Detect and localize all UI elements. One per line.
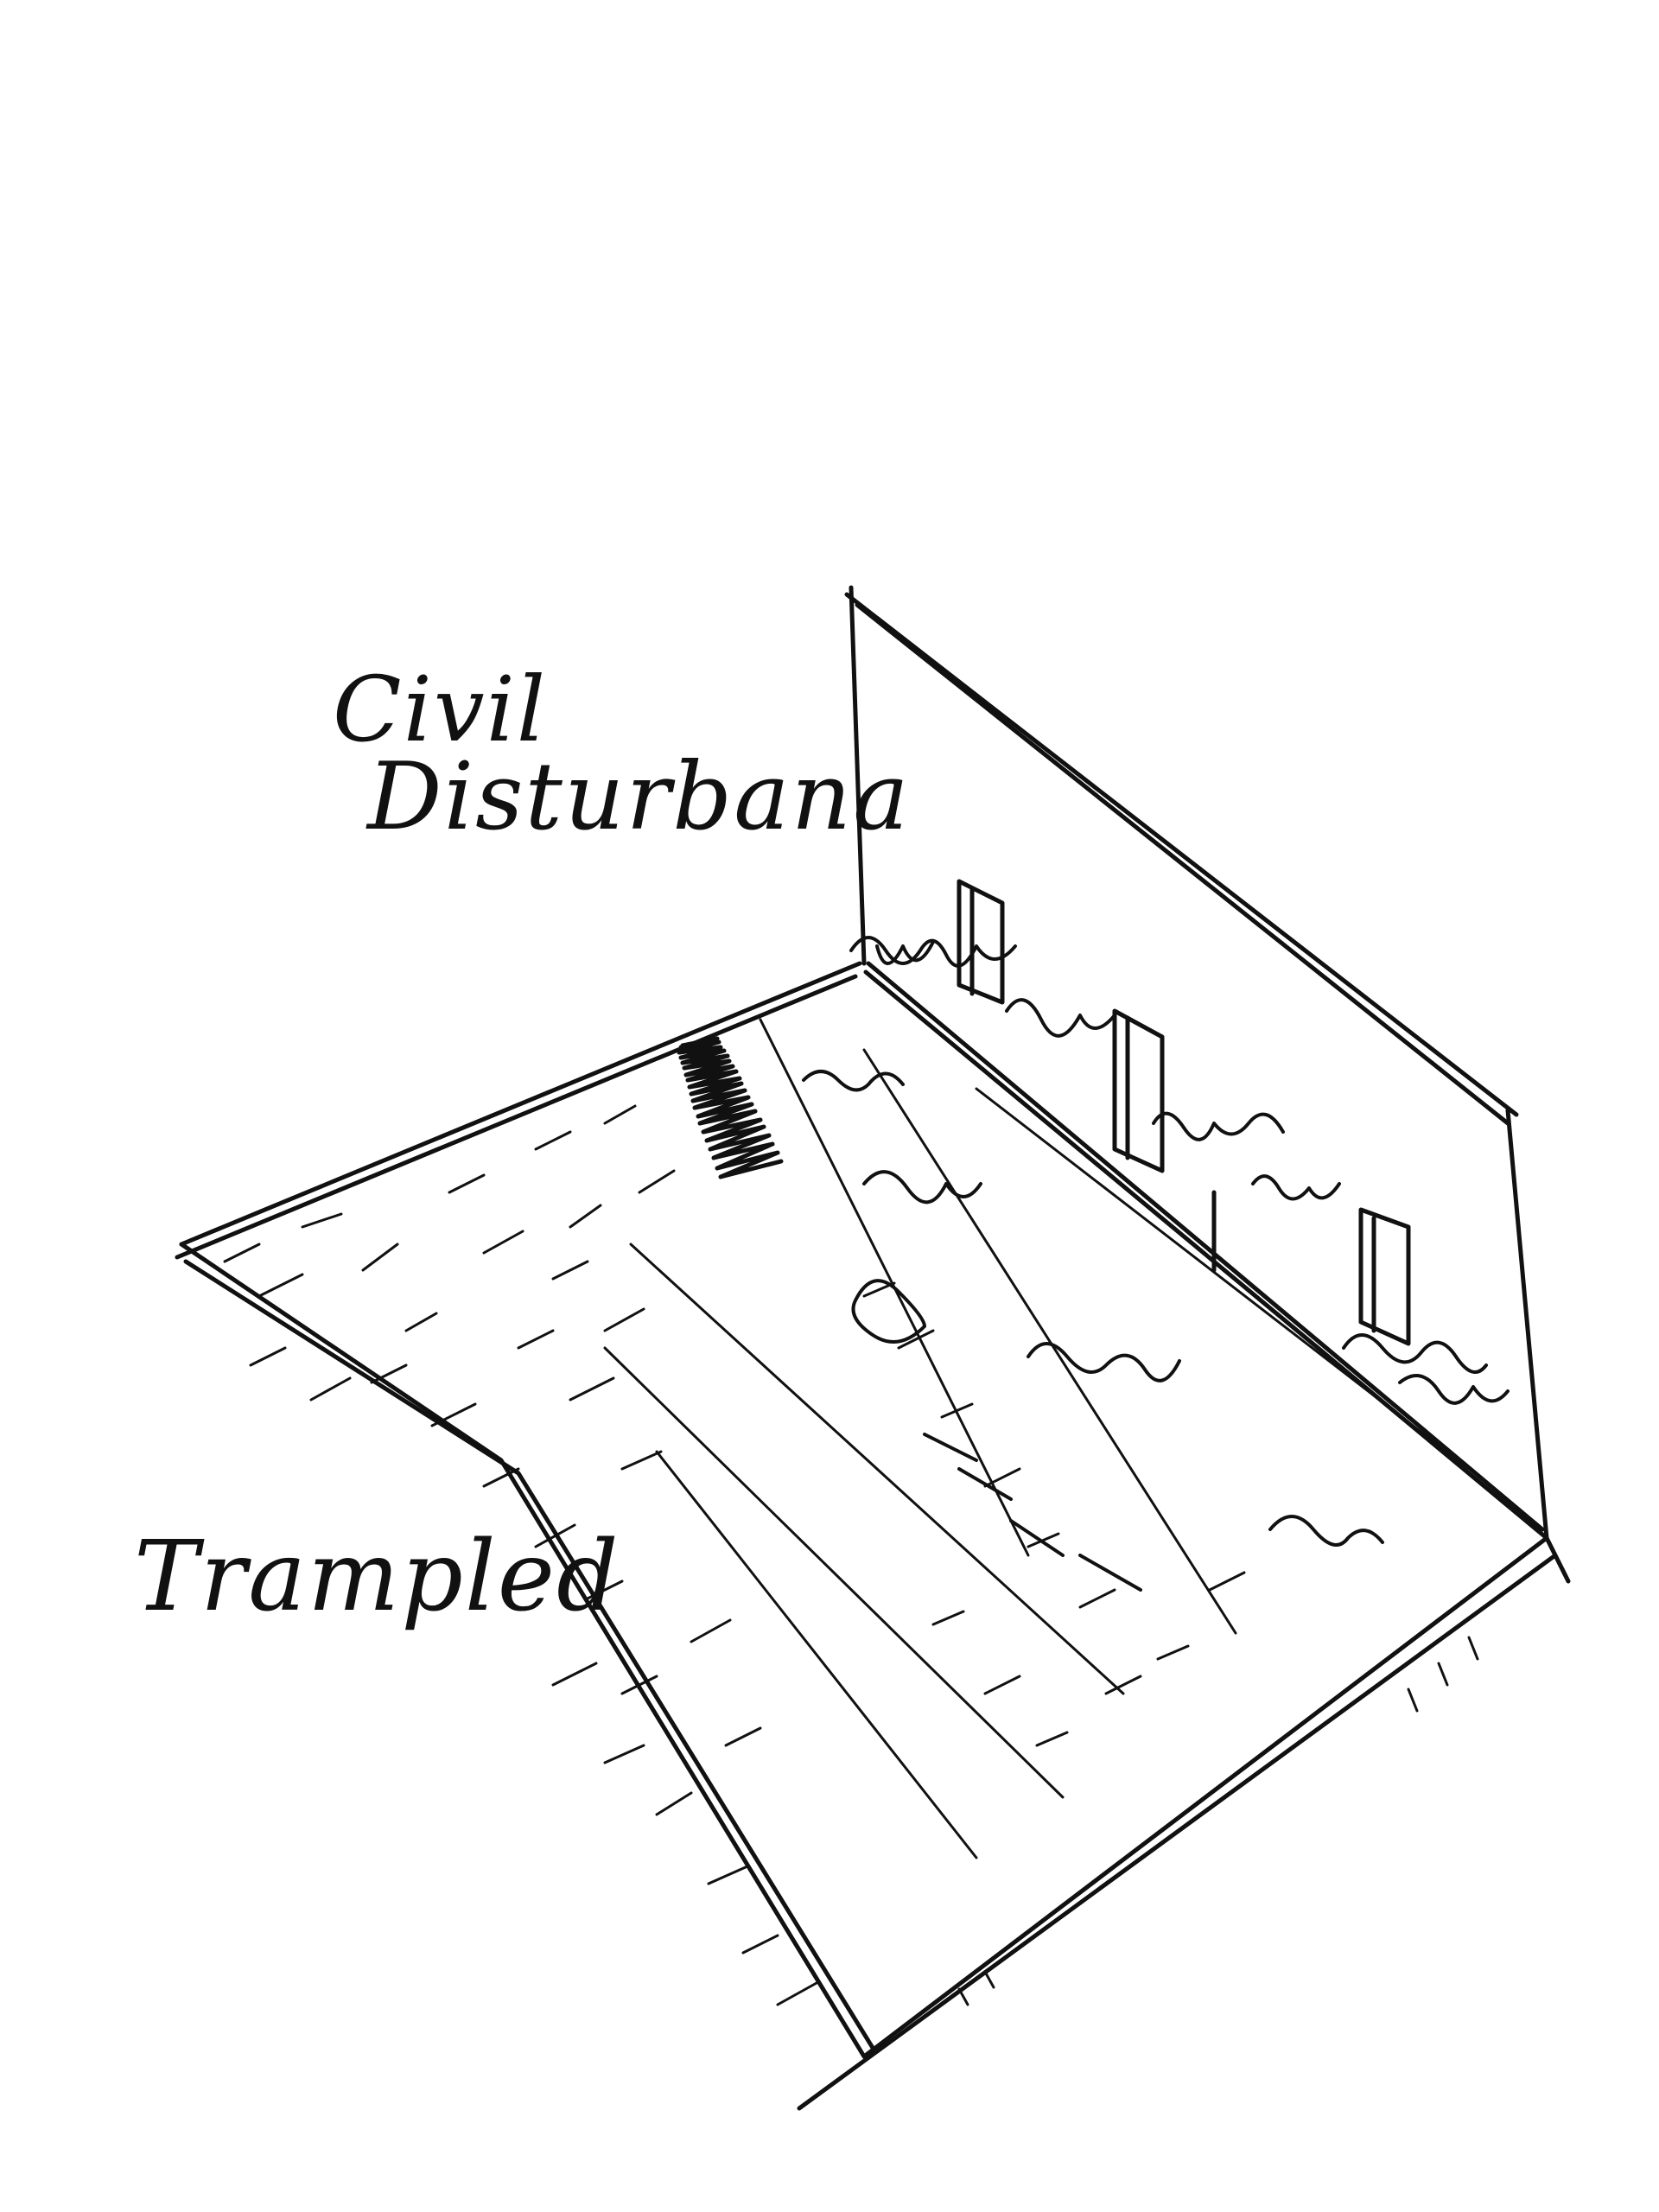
- floor-outline: [175, 961, 1571, 2111]
- floor-hatching: [223, 1104, 1246, 2006]
- stray-marks: [957, 1636, 1479, 2006]
- label-disturbance: Disturbana: [367, 743, 911, 851]
- wall: [844, 585, 1549, 1541]
- label-trampled: Trampled: [134, 1521, 620, 1633]
- floor-lane-lines: [603, 1018, 1471, 1859]
- dividing-stripe: [677, 1036, 784, 1179]
- debris-scribbles: [802, 1070, 1384, 1592]
- wall-windows: [957, 879, 1411, 1346]
- graffiti-scribbles: [849, 936, 1510, 1405]
- label-civil: Civil: [333, 657, 548, 762]
